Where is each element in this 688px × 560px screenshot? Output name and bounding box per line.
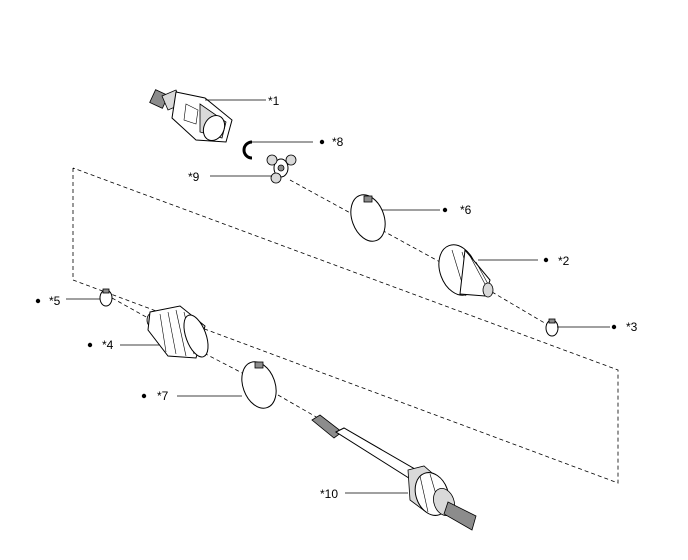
callout-2: *2 bbox=[558, 254, 570, 268]
assembly-boundary bbox=[72, 167, 619, 484]
outboard-boot bbox=[146, 305, 209, 359]
callout-4: *4 bbox=[102, 338, 114, 352]
boot-clamp-inboard-large bbox=[350, 194, 386, 242]
tripod-joint bbox=[266, 154, 297, 184]
callout-9: *9 bbox=[188, 170, 200, 184]
inboard-joint-housing bbox=[149, 89, 233, 143]
boot-clamp-outboard-large bbox=[241, 361, 277, 409]
boot-clamp-outboard-small bbox=[99, 288, 113, 307]
boot-clamp-inboard-small bbox=[545, 318, 559, 337]
callout-8: *8 bbox=[332, 135, 344, 149]
center-axis-lines bbox=[111, 179, 549, 419]
callout-1: *1 bbox=[268, 94, 280, 108]
snap-ring bbox=[242, 140, 253, 160]
inboard-boot bbox=[438, 244, 494, 298]
callout-3: *3 bbox=[626, 320, 638, 334]
callout-5: *5 bbox=[49, 294, 61, 308]
callout-labels: *1 *8 *9 *6 *2 *3 *5 *4 *7 *10 bbox=[49, 94, 638, 501]
callout-6: *6 bbox=[460, 203, 472, 217]
drive-shaft-assembly bbox=[311, 414, 477, 531]
callout-10: *10 bbox=[320, 487, 338, 501]
callout-dots bbox=[35, 139, 617, 399]
leader-lines bbox=[66, 99, 610, 494]
callout-7: *7 bbox=[157, 389, 169, 403]
